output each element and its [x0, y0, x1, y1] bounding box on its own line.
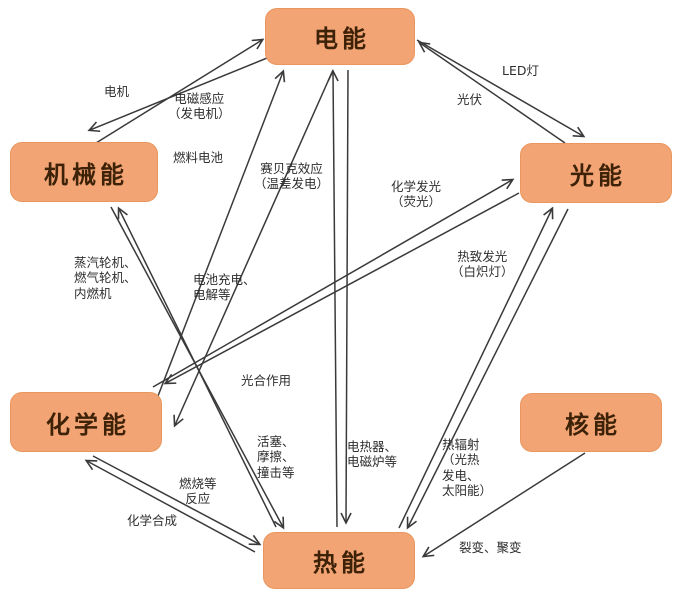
edge-label-incandescence: 热致发光 （白炽灯）: [451, 249, 514, 280]
edge-label-induction: 电磁感应 （发电机）: [168, 91, 231, 122]
edge-fuel-cell-arrow: [157, 69, 286, 397]
edge-fission-fusion-arrow: [421, 452, 586, 558]
node-mechanical: 机械能: [10, 142, 158, 202]
edge-led-arrow: [416, 39, 586, 138]
edge-label-synthesis: 化学合成: [127, 513, 178, 528]
edge-label-pv: 光伏: [457, 92, 483, 107]
edge-label-turbine: 蒸汽轮机、 燃气轮机、 内燃机: [74, 255, 137, 301]
edge-seebeck-arrow: [327, 69, 339, 528]
edge-label-fuel-cell: 燃料电池: [173, 150, 224, 165]
edge-motor-arrow: [87, 55, 273, 133]
edge-thermal-radiation-arrow: [406, 208, 569, 530]
edge-label-led: LED灯: [502, 63, 539, 78]
edge-charging-arrow: [173, 69, 334, 428]
node-nuclear: 核能: [520, 393, 662, 452]
edge-induction-arrow: [95, 38, 265, 144]
edge-label-thermal-radiation: 热辐射 （光热 发电、 太阳能）: [442, 437, 493, 498]
edge-label-photosynthesis: 光合作用: [241, 373, 292, 388]
node-thermal: 热能: [263, 532, 415, 589]
node-electrical: 电能: [265, 8, 415, 65]
edge-pv-arrow: [417, 41, 566, 144]
edge-label-charging: 电池充电、 电解等: [193, 272, 256, 303]
edge-incandescence-arrow: [398, 206, 554, 529]
edge-synthesis-arrow: [84, 459, 256, 553]
edge-combustion-arrow: [92, 455, 262, 546]
edge-photosynthesis-arrow: [163, 192, 520, 385]
node-light: 光能: [520, 143, 672, 203]
node-chemical: 化学能: [10, 392, 162, 452]
edge-label-seebeck: 赛贝克效应 （温差发电）: [254, 161, 330, 192]
edge-label-piston: 活塞、 摩擦、 撞击等: [257, 434, 295, 480]
edge-label-fission-fusion: 裂变、聚变: [459, 540, 522, 555]
edge-label-chemiluminescence: 化学发光 （荧光）: [391, 179, 442, 210]
edge-chemiluminescence-arrow: [152, 178, 515, 388]
edge-heater-arrow: [340, 69, 352, 525]
edge-label-combustion: 燃烧等 反应: [179, 476, 217, 507]
edge-label-heater: 电热器、 电磁炉等: [347, 439, 398, 470]
edge-label-motor: 电机: [104, 84, 130, 99]
